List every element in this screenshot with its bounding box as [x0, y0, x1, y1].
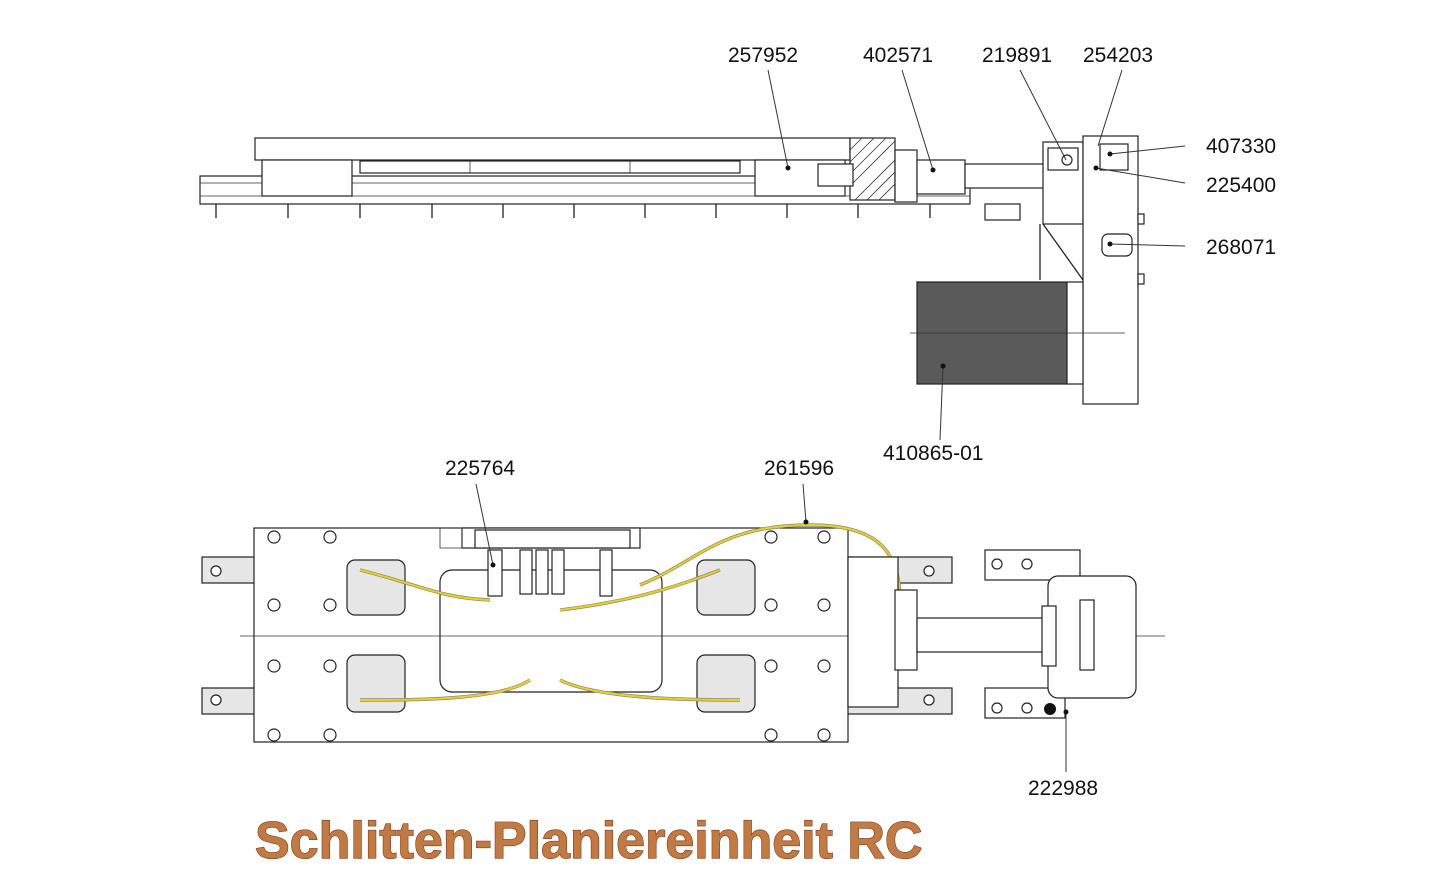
leader-257952 [767, 69, 789, 169]
carriage-block-left [261, 159, 353, 197]
label-407330: 407330 [1206, 135, 1276, 158]
label-219891: 219891 [982, 44, 1052, 67]
label-222988: 222988 [1028, 777, 1098, 800]
label-268071: 268071 [1206, 236, 1276, 259]
gear-housing [1082, 135, 1139, 405]
label-254203: 254203 [1083, 44, 1153, 67]
label-257952: 257952 [728, 44, 798, 67]
label-225400: 225400 [1206, 174, 1276, 197]
label-410865: 410865-01 [883, 442, 983, 465]
label-225764: 225764 [445, 457, 515, 480]
side-view [199, 69, 1186, 441]
drawing-title: Schlitten-Planiereinheit RC [255, 812, 922, 870]
carriage-plate [254, 137, 851, 161]
mounting-holes [210, 530, 1033, 742]
pneumatic-cable [359, 524, 901, 701]
spindle-shaft [916, 159, 966, 195]
label-261596: 261596 [764, 457, 834, 480]
plan-view [201, 483, 1165, 772]
label-402571: 402571 [863, 44, 933, 67]
